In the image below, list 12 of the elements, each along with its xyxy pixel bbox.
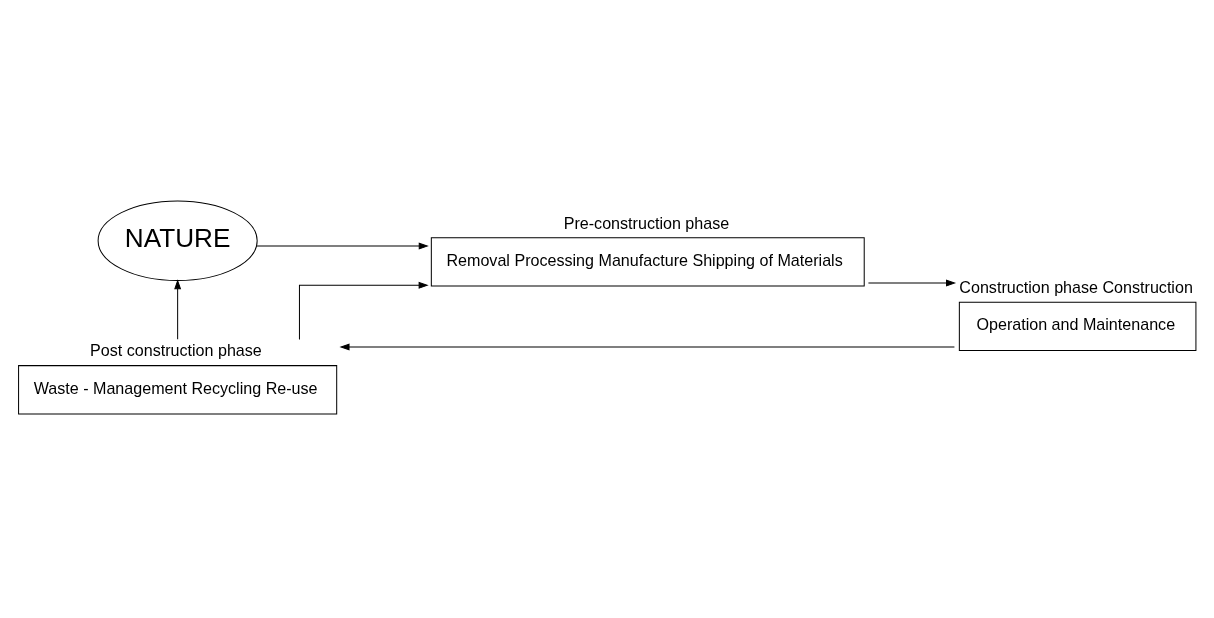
node-label: Post construction phase [90,340,262,359]
arrow [339,342,955,351]
arrow [174,278,182,340]
arrow [256,242,429,250]
arrow [867,279,957,287]
node-box: Operation and Maintenance [958,301,1197,351]
node-label: Pre-construction phase [563,213,730,232]
arrow [298,281,429,340]
node-ellipse: NATURE [97,200,258,281]
node-box: Waste - Management Recycling Re-use [18,364,338,414]
node-box: Removal Processing Manufacture Shipping of Materials [430,236,865,287]
node-label: Construction phase Construction [959,277,1193,296]
